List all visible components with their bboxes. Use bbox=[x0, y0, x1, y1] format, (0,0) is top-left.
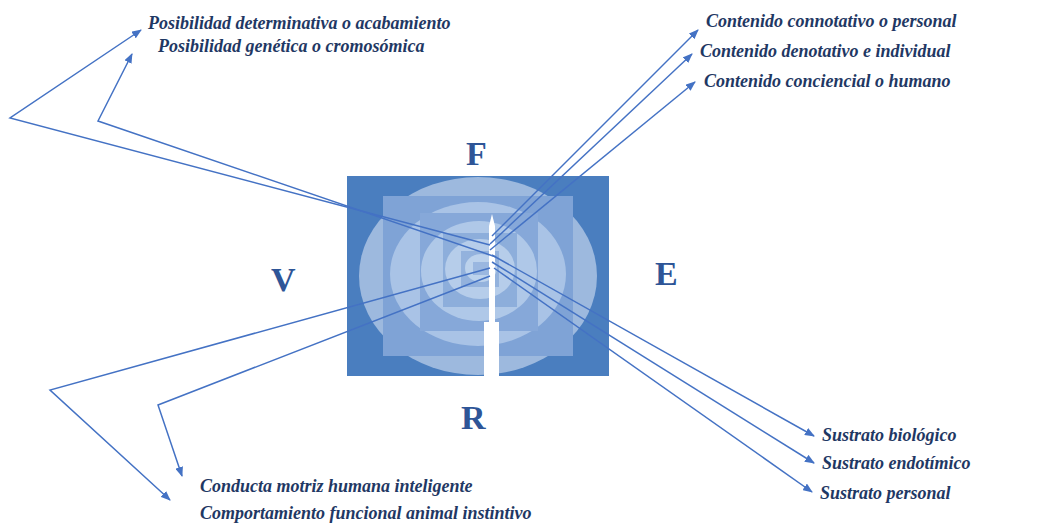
ellipse-1 bbox=[359, 177, 597, 375]
axis-letter: E bbox=[655, 254, 678, 294]
leader-line bbox=[490, 54, 692, 244]
callout-text: Contenido conciencial o humano bbox=[704, 70, 951, 92]
leader-line bbox=[490, 82, 695, 250]
rect-2 bbox=[383, 196, 573, 356]
callout-text: Sustrato personal bbox=[820, 482, 951, 504]
axis-letter: R bbox=[461, 398, 486, 438]
leader-line bbox=[50, 268, 490, 500]
callout-text: Contenido denotativo e individual bbox=[700, 40, 951, 62]
ellipse-2 bbox=[390, 202, 566, 346]
axis-letter: F bbox=[466, 134, 487, 174]
callout-text: Conducta motriz humana inteligente bbox=[200, 475, 473, 497]
outer-rect bbox=[347, 176, 609, 376]
leader-line bbox=[494, 268, 812, 492]
callout-text: Sustrato endotímico bbox=[822, 452, 971, 474]
leader-line bbox=[492, 262, 814, 463]
axis-letter: V bbox=[271, 260, 296, 300]
callout-text: Sustrato biológico bbox=[822, 424, 957, 446]
callout-text: Posibilidad determinativa o acabamiento bbox=[148, 12, 450, 34]
callout-text: Contenido connotativo o personal bbox=[706, 10, 957, 32]
leader-line bbox=[492, 30, 698, 236]
leader-line bbox=[492, 255, 814, 436]
leader-line bbox=[98, 54, 496, 257]
callout-text: Comportamiento funcional animal instinti… bbox=[200, 502, 532, 524]
leader-line bbox=[10, 30, 490, 245]
leader-line bbox=[158, 276, 490, 476]
callout-text: Posibilidad genética o cromosómica bbox=[158, 35, 424, 57]
